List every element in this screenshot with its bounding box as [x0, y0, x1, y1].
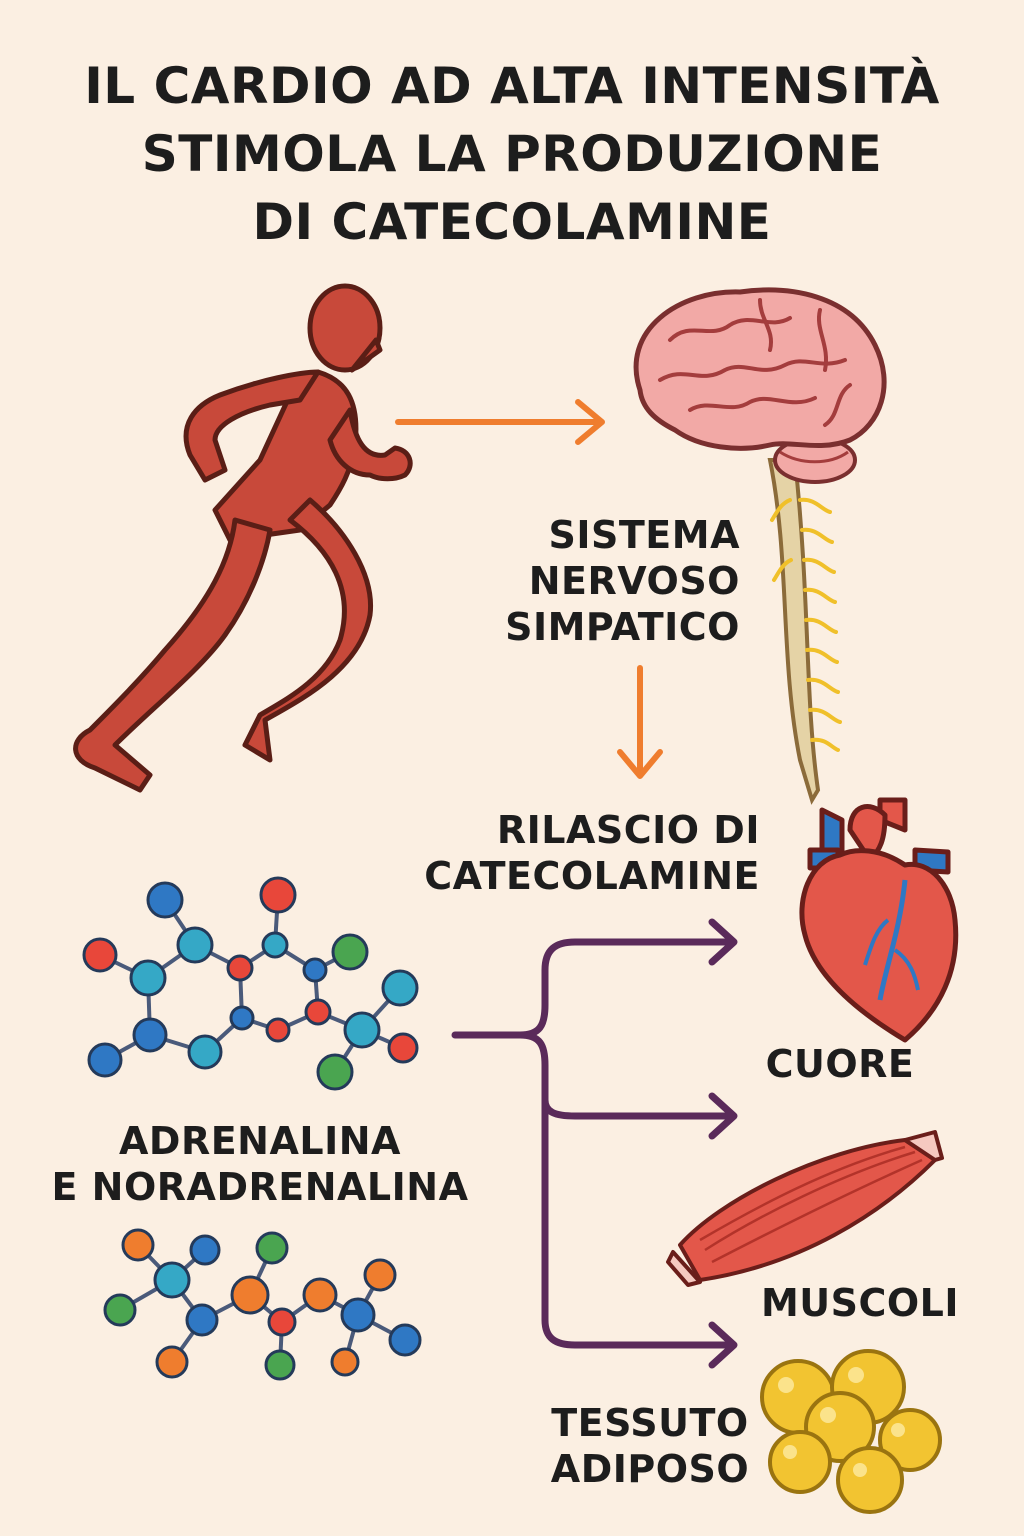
- hormones-line-2: E NORADRENALINA: [51, 1165, 469, 1209]
- spinal-cord-icon: [767, 458, 842, 805]
- nervous-system-label: SISTEMA NERVOSO SIMPATICO: [470, 512, 740, 650]
- fat-tissue-line-2: ADIPOSO: [550, 1447, 750, 1491]
- fat-tissue-line-1: TESSUTO: [551, 1401, 749, 1445]
- title-line-2: STIMOLA LA PRODUZIONE: [141, 125, 883, 183]
- release-line-2: CATECOLAMINE: [424, 854, 760, 898]
- diagram-title: IL CARDIO AD ALTA INTENSITÀ STIMOLA LA P…: [40, 52, 984, 256]
- nervous-system-line-3: SIMPATICO: [505, 605, 740, 649]
- brain-icon: [633, 287, 887, 484]
- title-line-1: IL CARDIO AD ALTA INTENSITÀ: [84, 57, 940, 115]
- fat-tissue-label: TESSUTO ADIPOSO: [540, 1400, 760, 1492]
- muscles-label: MUSCOLI: [760, 1281, 960, 1325]
- arrow-runner-to-brain: [395, 399, 605, 445]
- fat-cells-icon: [760, 1349, 942, 1514]
- muscle-icon: [666, 1130, 944, 1287]
- hormones-line-1: ADRENALINA: [119, 1119, 401, 1163]
- molecule-icon: [82, 876, 419, 1091]
- arrow-hormones-to-targets: [451, 918, 738, 1369]
- heart-icon: [799, 797, 959, 1043]
- release-line-1: RILASCIO DI: [496, 808, 760, 852]
- nervous-system-line-2: NERVOSO: [528, 559, 740, 603]
- title-line-3: DI CATECOLAMINE: [252, 193, 772, 251]
- heart-label: CUORE: [765, 1042, 915, 1086]
- nervous-system-line-1: SISTEMA: [548, 513, 740, 557]
- release-label: RILASCIO DI CATECOLAMINE: [420, 807, 760, 899]
- molecule-icon-2: [103, 1228, 422, 1381]
- hormones-label: ADRENALINA E NORADRENALINA: [50, 1118, 470, 1210]
- arrow-to-release: [617, 665, 663, 779]
- runner-icon: [73, 283, 413, 793]
